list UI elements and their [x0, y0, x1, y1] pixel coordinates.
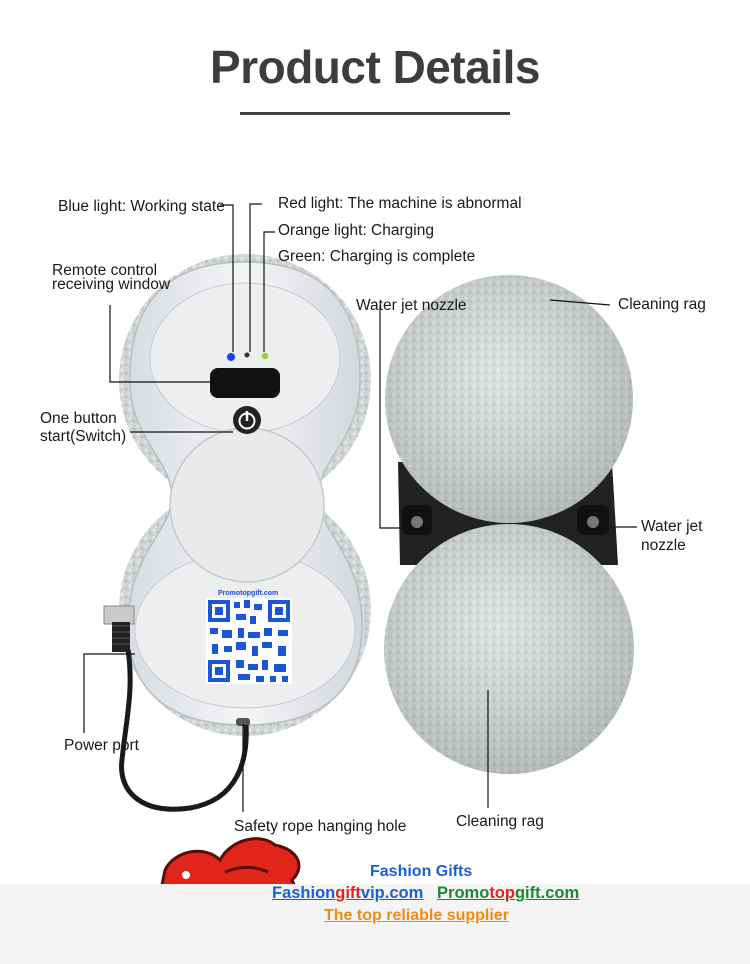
label-remote-window-line1: Remote control [52, 262, 158, 279]
robot-back-view [384, 275, 634, 774]
label-one-button-line1: One button [40, 410, 117, 427]
led-blue [227, 353, 235, 361]
label-red-light: Red light: The machine is abnormal [278, 195, 522, 212]
label-green-light: Green: Charging is complete [278, 248, 476, 265]
title-underline [240, 112, 510, 115]
footer-band [0, 884, 750, 964]
label-power-port: Power port [64, 737, 139, 754]
label-one-button-line2: start(Switch) [40, 428, 127, 445]
label-orange-light: Orange light: Charging [278, 222, 434, 239]
power-cable [103, 605, 249, 812]
robot-front-view [119, 254, 371, 736]
page-title: Product Details [210, 41, 540, 93]
qr-caption: Promotopgift.com [218, 590, 279, 597]
site-link-fashiongiftvip[interactable]: Fashiongiftvip.com [272, 884, 424, 902]
footer-sites: Fashiongiftvip.com Promotopgift.com [272, 884, 579, 903]
qr-code [206, 598, 292, 684]
label-water-jet-right-line2: nozzle [641, 537, 686, 554]
label-blue-light: Blue light: Working state [58, 198, 225, 215]
site-link-promotopgift[interactable]: Promotopgift.com [437, 884, 580, 902]
label-cleaning-rag-bottom: Cleaning rag [456, 813, 544, 830]
label-remote-window-line2: receiving window [52, 276, 171, 293]
label-water-jet-left: Water jet nozzle [356, 297, 467, 314]
footer-tagline: The top reliable supplier [324, 907, 509, 924]
leader-lines [83, 203, 637, 812]
label-safety-rope: Safety rope hanging hole [234, 818, 407, 835]
led-red [244, 352, 250, 358]
label-water-jet-right-line1: Water jet [641, 518, 703, 535]
led-green [261, 352, 269, 360]
label-cleaning-rag-top: Cleaning rag [618, 296, 706, 313]
footer-brand-title: Fashion Gifts [370, 863, 473, 880]
